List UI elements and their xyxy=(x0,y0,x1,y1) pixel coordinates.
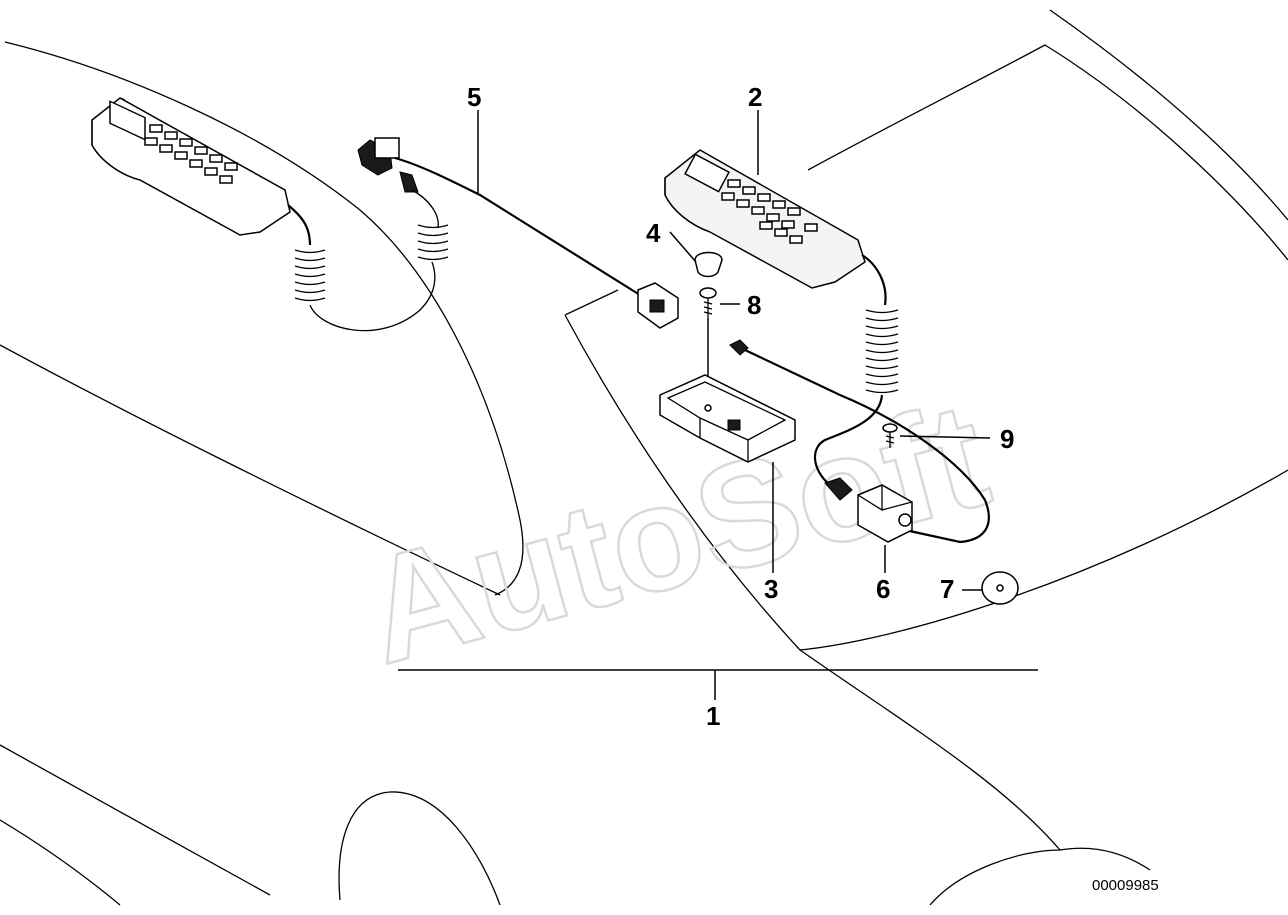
callout-7: 7 xyxy=(940,574,954,604)
handset-reference-keypad-icon xyxy=(144,124,238,184)
handset-keypad-icon xyxy=(721,179,818,244)
screw-part-9 xyxy=(882,423,898,448)
handset-reference xyxy=(91,97,449,332)
washer-part-7 xyxy=(981,571,1019,605)
display-screen-icon xyxy=(684,153,730,193)
cap-part-4 xyxy=(694,251,723,278)
coil-cord-left xyxy=(294,224,449,302)
callout-labels: 1 2 3 4 5 6 7 8 9 xyxy=(467,82,1014,731)
coil-cord-right xyxy=(865,309,899,394)
callout-3: 3 xyxy=(764,574,778,604)
callout-8: 8 xyxy=(747,290,761,320)
callout-4: 4 xyxy=(646,218,661,248)
callout-1: 1 xyxy=(706,701,720,731)
callout-9: 9 xyxy=(1000,424,1014,454)
callout-6: 6 xyxy=(876,574,890,604)
document-number: 00009985 xyxy=(1092,877,1159,894)
callout-5: 5 xyxy=(467,82,481,112)
handset-part-2 xyxy=(664,149,899,486)
callout-2: 2 xyxy=(748,82,762,112)
cradle-part-3 xyxy=(659,374,796,463)
leader-lines xyxy=(398,110,1038,700)
antenna-cable xyxy=(729,339,990,544)
module-part-6 xyxy=(824,477,913,543)
cable-harness-part-5 xyxy=(357,137,679,329)
